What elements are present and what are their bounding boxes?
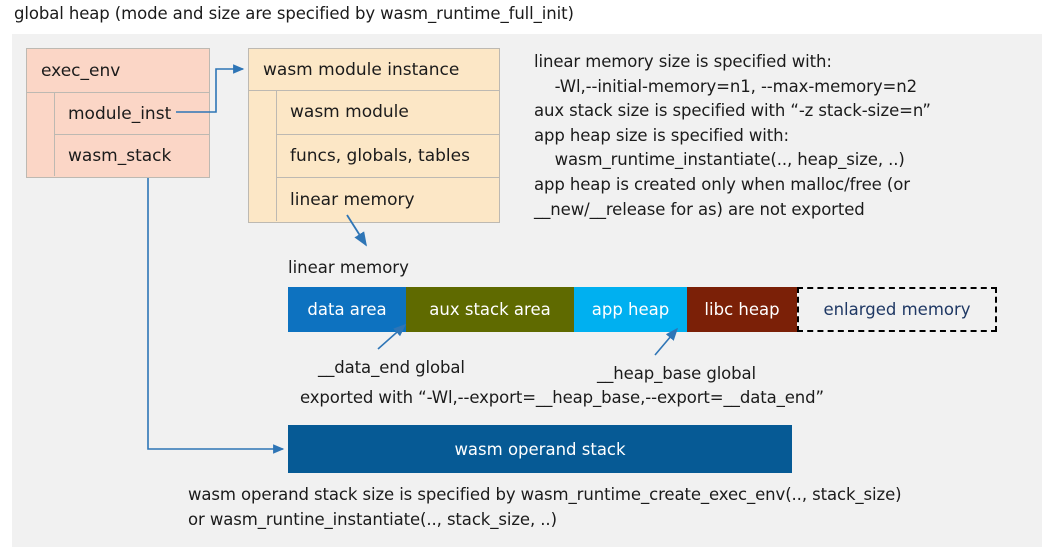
memory-segment-enlarged-memory: enlarged memory: [797, 287, 997, 332]
field-funcs-globals-tables: funcs, globals, tables: [277, 135, 499, 179]
exec-env-header: exec_env: [27, 49, 209, 93]
exec-env-gutter: [27, 93, 55, 176]
diagram-title: global heap (mode and size are specified…: [14, 4, 574, 23]
memory-segment-libc-heap: libc heap: [687, 287, 797, 332]
wasm-operand-stack-bar: wasm operand stack: [288, 425, 792, 473]
operand-stack-note: wasm operand stack size is specified by …: [188, 485, 902, 529]
exec-env-fields: module_inst wasm_stack: [27, 93, 209, 176]
wasm-module-instance-box: wasm module instance wasm module funcs, …: [248, 48, 500, 223]
linear-memory-caption: linear memory: [288, 258, 409, 277]
exec-env-field-module-inst: module_inst: [55, 93, 209, 135]
data-end-global-label: __data_end global: [318, 358, 465, 377]
linear-memory-note: linear memory size is specified with: -W…: [534, 52, 931, 219]
field-linear-memory: linear memory: [290, 189, 415, 210]
memory-segment-aux-stack-area: aux stack area: [406, 287, 574, 332]
exported-with-label: exported with “-Wl,--export=__heap_base,…: [300, 388, 824, 407]
exec-env-field-wasm-stack: wasm_stack: [68, 145, 172, 166]
wasm-module-instance-fields: wasm module funcs, globals, tables linea…: [249, 91, 499, 221]
exec-env-box: exec_env module_inst wasm_stack: [26, 48, 210, 178]
heap-base-global-label: __heap_base global: [597, 364, 757, 383]
memory-segment-app-heap: app heap: [574, 287, 687, 332]
wasm-module-instance-gutter: [249, 91, 277, 221]
wasm-module-instance-header: wasm module instance: [249, 49, 499, 91]
memory-segment-data-area: data area: [288, 287, 406, 332]
field-wasm-module: wasm module: [277, 91, 499, 135]
